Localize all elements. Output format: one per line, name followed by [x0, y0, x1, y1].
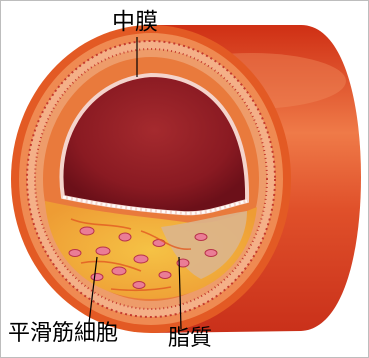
smooth-muscle-cells-label: 平滑筋細胞 — [8, 323, 118, 345]
media-label: 中膜 — [112, 11, 158, 34]
lipid-label: 脂質 — [168, 328, 212, 350]
